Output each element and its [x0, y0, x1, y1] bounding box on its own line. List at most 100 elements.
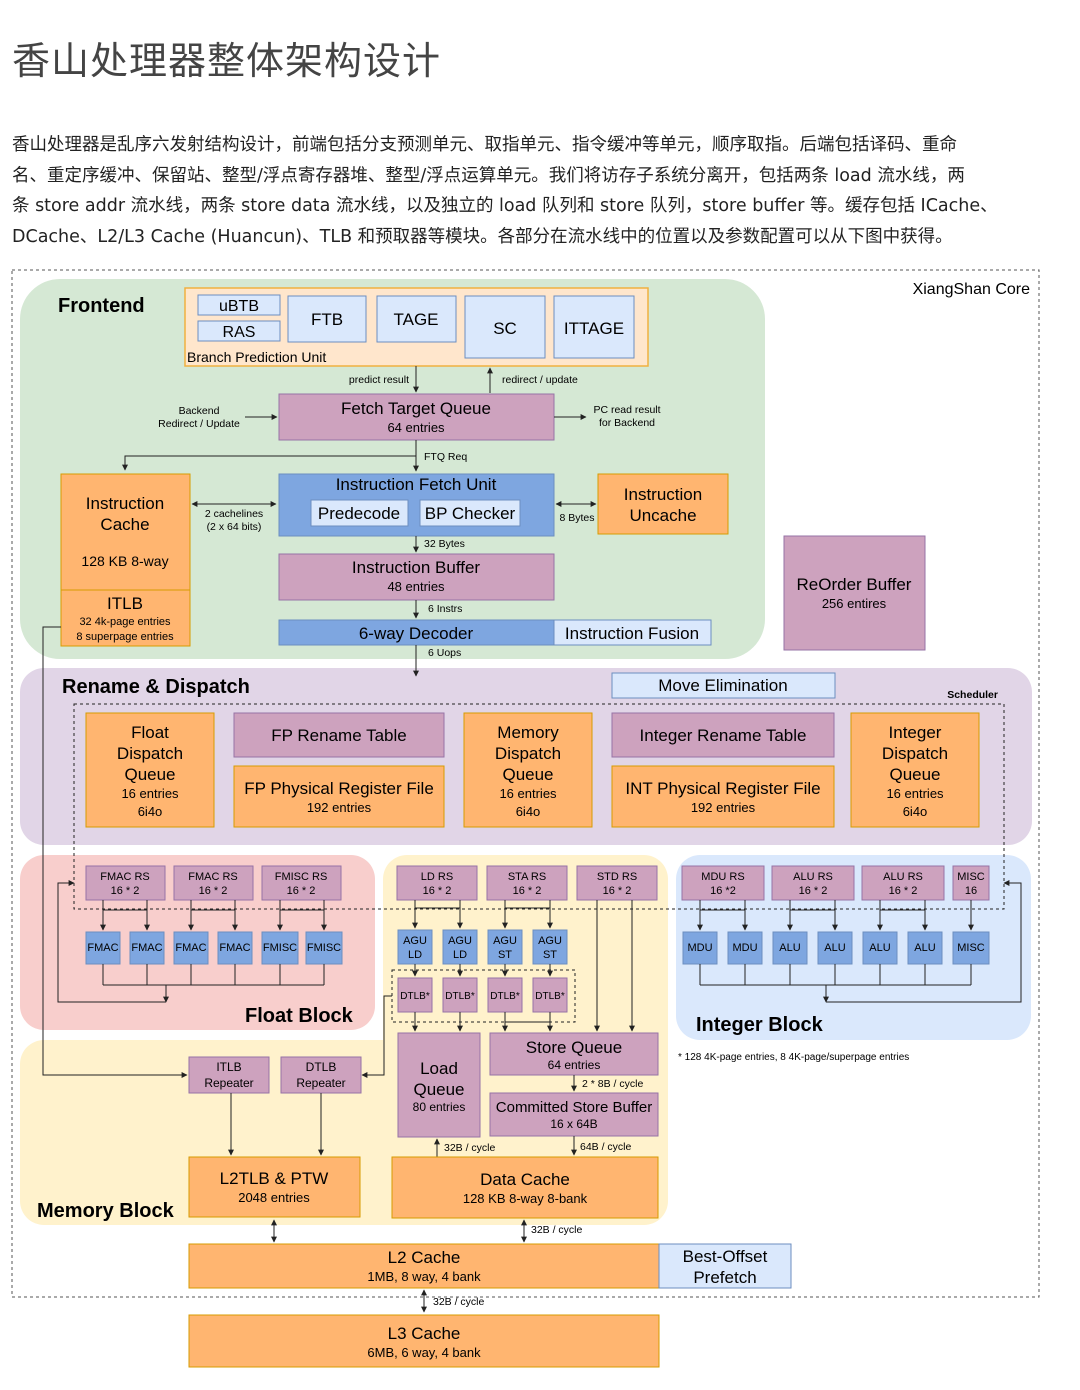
ibuf-box: [278, 553, 555, 601]
core-border: [11, 269, 1040, 1298]
bw-32a-label: 32B / cycle: [444, 1142, 496, 1154]
float-rs-name: FMISC RS: [275, 871, 328, 883]
mem-rs-wires: [412, 900, 635, 1032]
mem-rs-name: LD RS: [421, 871, 453, 883]
scheduler-label: Scheduler: [947, 689, 998, 701]
ibuf-entries: 48 entries: [387, 579, 445, 594]
fmac-unit: [85, 931, 121, 965]
float-writeback-wires: [57, 880, 325, 1003]
move-elim-label: Move Elimination: [658, 676, 787, 695]
fmac-unit: [173, 931, 209, 965]
alu-unit: [862, 931, 898, 965]
l3-cache-box: [188, 1314, 660, 1368]
idq-label: Queue: [889, 765, 940, 784]
load-queue-box: [397, 1032, 481, 1138]
fp-prf: [233, 765, 445, 828]
icache-label: Cache: [100, 515, 149, 534]
decoder-box: [278, 619, 555, 646]
ftq-box: [278, 393, 555, 441]
backend-redirect-label: Redirect / Update: [158, 418, 240, 430]
fp-rename-label: FP Rename Table: [271, 726, 406, 745]
frontend-region: [20, 279, 765, 659]
dtlb-label: DTLB*: [400, 991, 430, 1002]
int-rs-name: MISC: [957, 871, 985, 883]
mem-rs-box: [486, 865, 568, 901]
eight-bytes-label: 8 Bytes: [559, 512, 594, 524]
pc-read-label: for Backend: [599, 417, 655, 429]
ftq-entries: 64 entries: [387, 420, 445, 435]
fmisc-unit: [261, 931, 299, 965]
fmisc-unit: [305, 931, 343, 965]
int-rs-box: [861, 865, 945, 901]
fdq-label: Float: [131, 723, 169, 742]
fmisc-label: FMISC: [263, 942, 297, 954]
rob-box: [783, 535, 926, 651]
bw-2x8-label: 2 * 8B / cycle: [582, 1078, 643, 1090]
backend-redirect-label: Backend: [179, 405, 220, 417]
fmac-unit: [217, 931, 253, 965]
dtlb-unit: [532, 977, 568, 1013]
frontend-title: Frontend: [58, 295, 145, 317]
page-title: 香山处理器整体架构设计: [12, 39, 442, 83]
mem-rs-group: LD RS 16 * 2 STA RS 16 * 2 STD RS 16 * 2: [396, 865, 658, 901]
memory-dispatch-queue: [463, 712, 593, 828]
fdq-label: Queue: [124, 765, 175, 784]
idq-label: Integer: [889, 723, 942, 742]
fusion-label: Instruction Fusion: [565, 624, 699, 643]
integer-block-title: Integer Block: [696, 1014, 824, 1036]
float-rs-size: 16 * 2: [287, 885, 316, 897]
int-rs-wires: [697, 900, 974, 931]
mdq-entries: 16 entries: [499, 786, 557, 801]
ifu-label: Instruction Fetch Unit: [336, 475, 497, 494]
cachelines-label: 2 cachelines: [205, 508, 263, 520]
dtlb-repeater-box: [280, 1056, 362, 1094]
float-rs-name: FMAC RS: [188, 871, 238, 883]
mem-rs-size: 16 * 2: [423, 885, 452, 897]
alu-unit: [907, 931, 943, 965]
itlb-repeater-label: ITLB: [216, 1060, 241, 1074]
uncache-label: Instruction: [624, 485, 702, 504]
dtlb-label: DTLB*: [445, 991, 475, 1002]
int-units: MDU MDU ALU ALU ALU ALU MISC: [682, 931, 990, 965]
itlb-to-repeater-wire: [42, 626, 188, 1078]
int-rename-label: Integer Rename Table: [640, 726, 807, 745]
l3-cache-size: 6MB, 6 way, 4 bank: [367, 1345, 481, 1360]
mdu-unit: [727, 931, 763, 965]
store-queue-box: [489, 1032, 659, 1076]
l2-cache-size: 1MB, 8 way, 4 bank: [367, 1269, 481, 1284]
agu-group: AGU LD AGU LD AGU ST AGU ST: [397, 929, 568, 965]
load-queue-label: Queue: [413, 1080, 464, 1099]
ftq-req-label: FTQ Req: [424, 451, 467, 463]
ittage-label: ITTAGE: [564, 319, 624, 338]
fmisc-label: FMISC: [307, 942, 341, 954]
pc-read-label: PC read result: [593, 404, 660, 416]
fmac-label: FMAC: [219, 942, 250, 954]
agu-type: ST: [498, 949, 512, 961]
agu-type: ST: [543, 949, 557, 961]
mdu-label: MDU: [687, 942, 712, 954]
agu-label: AGU: [493, 935, 517, 947]
store-queue-label: Store Queue: [526, 1038, 622, 1057]
agu-type: LD: [453, 949, 467, 961]
int-prf: [611, 765, 835, 828]
mem-rs-box: [396, 865, 478, 901]
mdq-label: Queue: [502, 765, 553, 784]
fmac-label: FMAC: [175, 942, 206, 954]
bp-checker-box: [419, 499, 521, 527]
intro-line: 条 store addr 流水线，两条 store data 流水线，以及独立的…: [12, 196, 998, 216]
float-rs-size: 16 * 2: [199, 885, 228, 897]
dcache-box: [391, 1156, 659, 1219]
itlb-box: [60, 589, 191, 647]
float-rs-group: FMAC RS 16 * 2 FMAC RS 16 * 2 FMISC RS 1…: [85, 865, 342, 901]
bw-32b-label: 32B / cycle: [531, 1224, 583, 1236]
fdq-ports: 6i4o: [138, 804, 163, 819]
agu-unit: [532, 929, 568, 965]
fmac-label: FMAC: [131, 942, 162, 954]
uncache-label: Uncache: [629, 506, 696, 525]
rob-entries: 256 entires: [822, 596, 887, 611]
ras-label: RAS: [223, 324, 256, 341]
bop-label: Prefetch: [693, 1268, 756, 1287]
mdu-unit: [682, 931, 718, 965]
mem-rs-size: 16 * 2: [603, 885, 632, 897]
predict-result-label: predict result: [349, 374, 409, 386]
